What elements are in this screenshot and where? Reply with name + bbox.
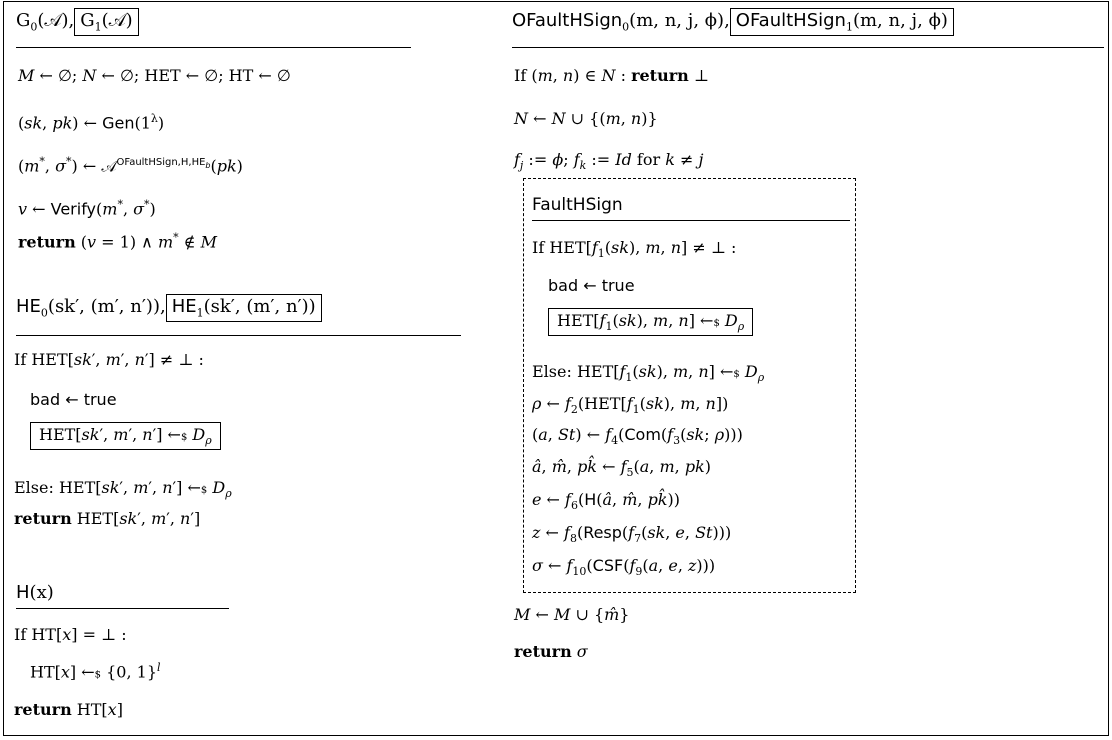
game-line-3: (m*, σ*) ← 𝒜OFaultHSign,H,HEb(pk)	[18, 155, 243, 176]
he-line-1: If HET[sk′, m′, n′] ≠ ⊥ :	[14, 350, 204, 369]
fh-line-2: bad ← true	[548, 276, 635, 295]
ofault-line-5: return σ	[514, 642, 588, 661]
h-line-3: return HT[x]	[14, 700, 123, 719]
faulthsign-title: FaultHSign	[532, 195, 623, 215]
fh-line-4: Else: HET[f1(sk), m, n] ←$ Dρ	[532, 362, 765, 385]
ofault-header-boxed: OFaultHSign1(m, n, j, ϕ)	[729, 8, 954, 36]
he-boxed-sample: HET[sk′, m′, n′] ←$ Dρ	[30, 422, 221, 451]
fh-line-5: ρ ← f2(HET[f1(sk), m, n])	[532, 394, 729, 417]
fh-line-10: σ ← f10(CSF(f9(a, e, z)))	[532, 556, 716, 579]
game-line-4: v ← Verify(m*, σ*)	[18, 198, 156, 219]
ofault-line-2: N ← N ∪ {(m, n)}	[514, 109, 658, 128]
h-header-rule	[16, 608, 229, 609]
fh-line-6: (a, St) ← f4(Com(f3(sk; ρ)))	[532, 425, 743, 448]
he-line-5: return HET[sk′, m′, n′]	[14, 509, 201, 528]
ofault-header: OFaultHSign0(m, n, j, ϕ),OFaultHSign1(m,…	[512, 8, 954, 36]
fh-line-1: If HET[f1(sk), m, n] ≠ ⊥ :	[532, 238, 737, 261]
game-line-5: return (v = 1) ∧ m* ∉ M	[18, 231, 218, 252]
ofault-line-3: fj := ϕ; fk := Id for k ≠ j	[514, 150, 704, 173]
game-line-2: (sk, pk) ← Gen(1λ)	[18, 112, 165, 133]
he-header-boxed: HE1(sk′, (m′, n′))	[165, 294, 322, 322]
he-line-4: Else: HET[sk′, m′, n′] ←$ Dρ	[14, 478, 232, 501]
game-header-rule	[16, 47, 411, 48]
ofault-line-4: M ← M ∪ {m̂}	[514, 605, 630, 624]
fh-line-8: e ← f6(H(â, m̂, pk̂))	[532, 490, 680, 513]
fh-boxed-sample: HET[f1(sk), m, n] ←$ Dρ	[548, 308, 754, 337]
game-line-1: M ← ∅; N ← ∅; HET ← ∅; HT ← ∅	[18, 66, 291, 85]
faulthsign-dashed-box	[523, 178, 856, 593]
ofault-header-rule	[512, 47, 1104, 48]
faulthsign-title-rule	[532, 220, 850, 221]
he-header: HE0(sk′, (m′, n′)),HE1(sk′, (m′, n′))	[16, 294, 322, 322]
figure-frame: G0(𝒜),G1(𝒜) M ← ∅; N ← ∅; HET ← ∅; HT ← …	[3, 1, 1109, 736]
he-line-2: bad ← true	[30, 390, 117, 409]
ofault-line-1: If (m, n) ∈ N : return ⊥	[514, 66, 709, 85]
h-line-1: If HT[x] = ⊥ :	[14, 625, 127, 644]
h-line-2: HT[x] ←$ {0, 1}l	[30, 661, 161, 682]
game-header-boxed: G1(𝒜)	[74, 8, 139, 36]
he-header-rule	[16, 335, 461, 336]
fh-line-7: â, m̂, pk̂ ← f5(a, m, pk)	[532, 457, 711, 480]
fh-line-9: z ← f8(Resp(f7(sk, e, St)))	[532, 523, 732, 546]
h-header: H(x)	[16, 582, 54, 603]
game-header: G0(𝒜),G1(𝒜)	[16, 8, 139, 36]
